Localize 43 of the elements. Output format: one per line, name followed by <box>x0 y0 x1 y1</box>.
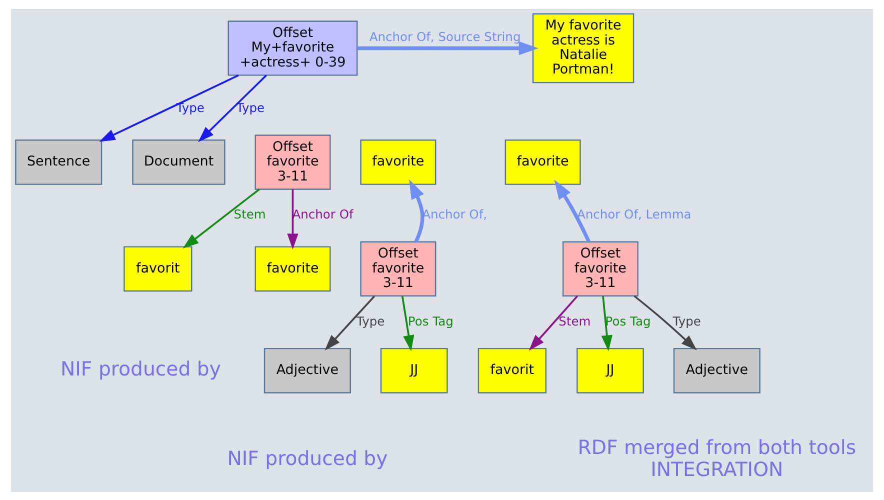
node-box: Offset favorite 3-11 <box>254 134 331 190</box>
node-box: favorite <box>254 246 331 292</box>
edge-label: Type <box>236 100 265 114</box>
edge-label: Type <box>176 100 204 114</box>
node-box: Offset favorite 3-11 <box>562 240 638 296</box>
label: NIF produced by <box>227 446 388 470</box>
node-box: Adjective <box>264 347 351 393</box>
node-box: Document <box>132 139 226 184</box>
edge-label: Type <box>672 314 701 328</box>
edge-label: Stem <box>234 207 266 222</box>
arrow <box>601 296 612 351</box>
node-box: JJ <box>576 347 644 393</box>
node-box: Sentence <box>15 139 102 184</box>
arrow <box>357 40 539 55</box>
node-box: favorit <box>478 347 546 393</box>
edge-label: Anchor Of <box>292 207 354 222</box>
edge-label: Anchor Of, Source String <box>369 29 521 44</box>
arrow <box>634 294 697 350</box>
arrow <box>554 179 590 242</box>
edge-label: Stem <box>558 314 591 328</box>
arrow <box>287 188 298 250</box>
edge-label: Pos Tag <box>605 314 651 328</box>
node-box: Offset favorite 3-11 <box>360 240 436 296</box>
arrow <box>198 74 267 142</box>
edge-label: Anchor Of, <box>422 207 488 222</box>
node-box: favorite <box>360 139 436 184</box>
edge-label: Type <box>356 314 385 328</box>
node-box: favorite <box>504 139 581 184</box>
node-box: Offset My+favorite +actress+ 0-39 <box>228 20 358 76</box>
arrow <box>528 295 578 350</box>
arrow <box>99 74 239 142</box>
edge-label: Anchor Of, Lemma <box>576 207 692 222</box>
arrow <box>401 296 414 351</box>
label: NIF produced by <box>60 356 221 380</box>
arrow <box>182 188 260 248</box>
arrow <box>324 295 376 350</box>
label: RDF merged from both tools INTEGRATION <box>578 435 856 480</box>
node-box: favorit <box>124 246 192 292</box>
node-box: Adjective <box>673 347 760 393</box>
arrow <box>409 178 424 242</box>
edge-label: Pos Tag <box>408 314 454 328</box>
node-box: My favorite actress is Natalie Portman! <box>532 12 634 83</box>
node-box: JJ <box>380 347 448 393</box>
